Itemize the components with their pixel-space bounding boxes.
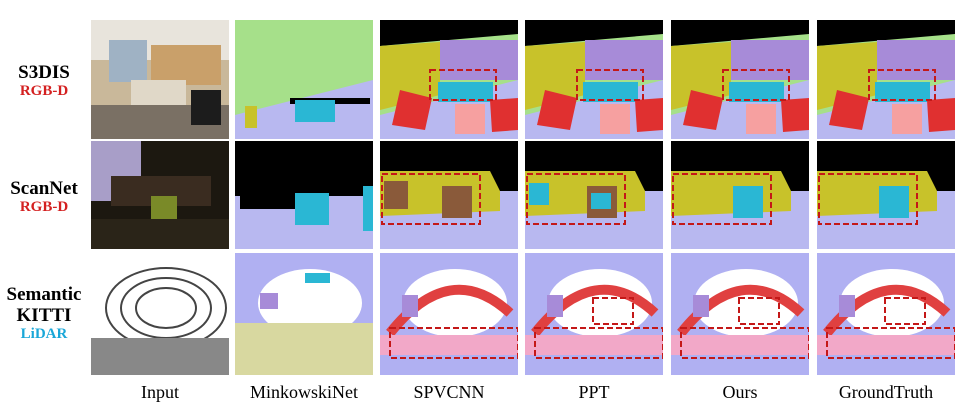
scene-image [91,20,229,139]
cell-semantic-kitti-groundtruth [817,253,955,375]
row-label-s3dis: S3DIS RGB-D [0,62,88,100]
scene-image [525,20,663,139]
cell-s3dis-minkowskinet [235,20,373,139]
dataset-name: ScanNet [10,178,78,199]
cell-semantic-kitti-minkowskinet [235,253,373,375]
scene-image [817,253,955,375]
scene-image [91,253,229,375]
sensor-type: RGB-D [19,199,69,215]
column-label-input: Input [141,382,179,402]
scene-image [91,141,229,249]
column-label-spvcnn: SPVCNN [413,382,485,402]
cell-scannet-groundtruth [817,141,955,249]
scene-image [671,141,809,249]
column-label-groundtruth: GroundTruth [838,382,934,402]
dataset-name: S3DIS [18,62,70,83]
scene-image [380,253,518,375]
cell-scannet-spvcnn [380,141,518,249]
row-label-semantickitti: Semantic KITTI LiDAR [0,284,88,343]
cell-scannet-ours [671,141,809,249]
cell-s3dis-input [91,20,229,139]
scene-image [671,20,809,139]
cell-semantic-kitti-ours [671,253,809,375]
cell-semantic-kitti-input [91,253,229,375]
cell-s3dis-spvcnn [380,20,518,139]
row-label-scannet: ScanNet RGB-D [0,178,88,216]
cell-s3dis-groundtruth [817,20,955,139]
scene-image [525,253,663,375]
scene-image [525,141,663,249]
scene-image [380,20,518,139]
cell-s3dis-ppt [525,20,663,139]
column-label-ppt: PPT [578,382,610,402]
scene-image [817,20,955,139]
scene-image [671,253,809,375]
cell-semantic-kitti-spvcnn [380,253,518,375]
scene-image [235,141,373,249]
dataset-name-line2: KITTI [16,305,72,326]
cell-scannet-minkowskinet [235,141,373,249]
cell-semantic-kitti-ppt [525,253,663,375]
column-label-minkowskinet: MinkowskiNet [250,382,358,402]
scene-image [235,20,373,139]
cell-scannet-input [91,141,229,249]
scene-image [817,141,955,249]
cell-scannet-ppt [525,141,663,249]
cell-s3dis-ours [671,20,809,139]
column-label-ours: Ours [722,382,758,402]
scene-image [380,141,518,249]
scene-image [235,253,373,375]
sensor-type: RGB-D [19,83,69,99]
dataset-name: Semantic [6,284,82,305]
sensor-type: LiDAR [20,326,68,342]
